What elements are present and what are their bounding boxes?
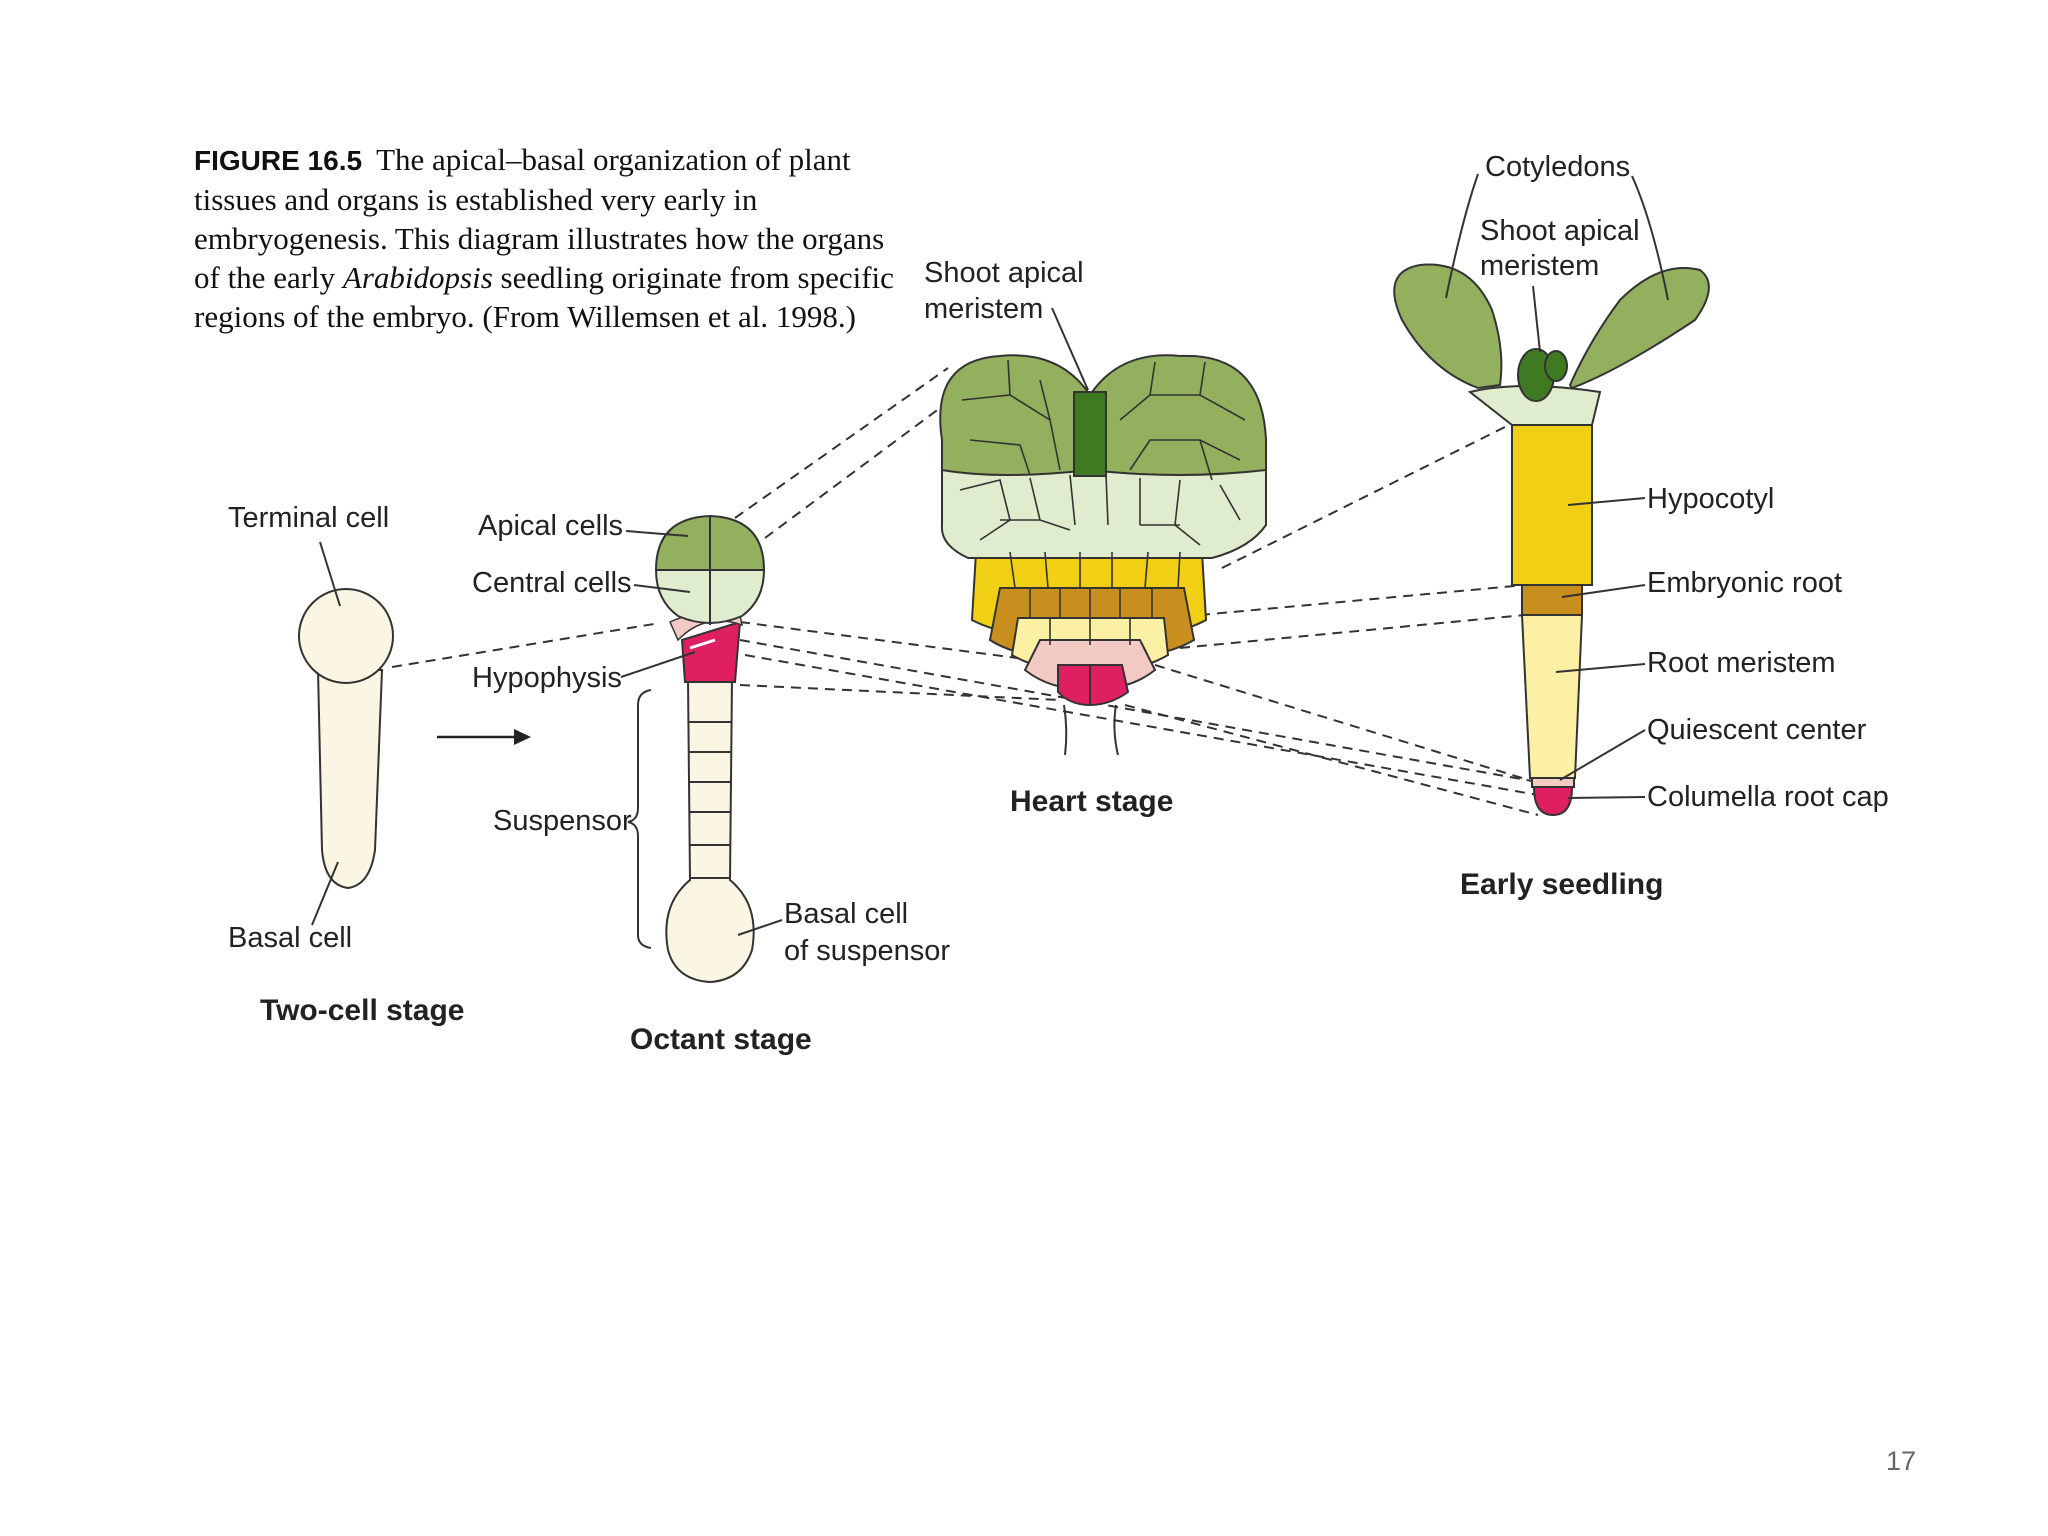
leader-columella [1567,796,1646,799]
label-columella-root-cap: Columella root cap [1647,781,1889,813]
stage-octant: Octant stage [630,1023,812,1056]
dash-apical-to-heart-side [764,407,941,539]
label-apical-cells: Apical cells [478,510,623,542]
dash-octant-base-to-heart [739,684,1061,701]
stage-early-seedling: Early seedling [1460,868,1663,901]
seedling-columella [1532,786,1574,817]
dash-heart-to-hypocotyl-top [1221,421,1516,569]
seedling-root-meristem [1520,614,1584,779]
figure-label: FIGURE 16.5 [194,145,363,176]
dash-octant-hypo-to-heart [739,621,1057,664]
caption-text-1: The apical–basal organization of plant t… [194,142,885,295]
right-cotyledon [1568,267,1710,390]
two-cell-embryo [298,541,394,926]
dash-apical-to-heart-top [734,367,949,519]
leader-cotyledon-right [1631,175,1669,301]
heart-suspensor-right [1113,704,1119,756]
heart-columella [1057,664,1130,707]
caption-text-2: seedling originate from specific regions… [194,260,894,334]
heart-shoot-apical-meristem [1073,391,1107,477]
left-cotyledon [1393,263,1503,390]
leader-seedling-sam [1532,285,1541,353]
dash-octant-to-columella [744,654,1539,796]
leader-central-cells [633,584,691,593]
caption-italic-species: Arabidopsis [342,260,493,295]
label-seedling-sam-1: Shoot apical [1480,215,1640,247]
dashed-connector-lines [391,367,1539,816]
label-seedling-sam-2: meristem [1480,250,1599,282]
label-heart-sam-2: meristem [924,293,1043,325]
dash-heart-to-root-meristem [1179,614,1526,649]
dash-terminal-to-octant [391,622,661,668]
label-hypocotyl: Hypocotyl [1647,483,1774,515]
label-cotyledons: Cotyledons [1485,151,1630,183]
label-embryonic-root: Embryonic root [1647,567,1842,599]
leader-embryonic-root [1561,584,1646,598]
suspensor-brace [627,689,652,949]
stage-two-cell: Two-cell stage [260,994,465,1027]
heart-embryo [939,307,1267,756]
leader-root-meristem [1555,663,1646,673]
leader-cotyledon-left [1445,173,1479,299]
early-seedling [1393,173,1710,817]
label-terminal-cell: Terminal cell [228,502,389,534]
leader-apical-cells [625,530,689,537]
heart-suspensor-left [1063,704,1068,756]
seedling-embryonic-root [1521,584,1583,616]
terminal-cell-shape [298,588,394,684]
page-number: 17 [1886,1446,1917,1476]
leader-heart-sam [1051,307,1089,391]
label-basal-cell: Basal cell [228,922,352,954]
stage-heart: Heart stage [1010,785,1173,818]
hypophysis-shape [680,620,742,683]
suspensor-shape [665,679,755,984]
label-central-cells: Central cells [472,567,632,599]
leader-basal-cell-suspensor [737,919,783,936]
label-suspensor: Suspensor [493,805,632,837]
seedling-quiescent-center [1531,777,1575,788]
label-heart-sam-1: Shoot apical [924,257,1084,289]
dash-heart-to-columella [1124,704,1539,816]
basal-cell-shape [316,669,384,890]
label-basal-cell-suspensor-1: Basal cell [784,898,908,930]
dash-heart-to-embryonic-root [1199,584,1526,616]
dash-heart-to-qc [1154,664,1536,783]
seedling-hypocotyl [1511,424,1593,586]
label-quiescent-center: Quiescent center [1647,714,1867,746]
leader-quiescent-center [1559,729,1646,781]
leader-basal-cell [311,861,339,926]
octant-embryo [620,514,783,984]
label-root-meristem: Root meristem [1647,647,1836,679]
label-hypophysis: Hypophysis [472,662,622,694]
leader-terminal-cell [319,541,341,607]
label-basal-cell-suspensor-2: of suspensor [784,935,950,967]
progression-arrow [437,729,531,745]
leader-hypophysis [620,651,696,678]
leader-hypocotyl [1567,497,1646,506]
